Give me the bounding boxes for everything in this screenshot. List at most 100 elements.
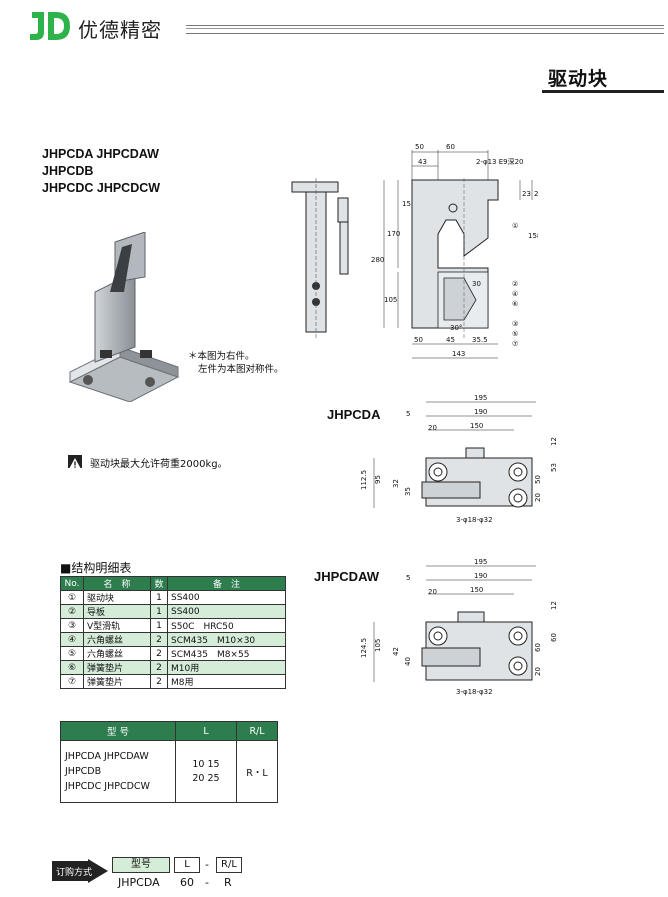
cell: SS400 bbox=[167, 604, 286, 619]
section-title: 驱动块 bbox=[548, 68, 609, 90]
svg-text:②: ② bbox=[512, 280, 518, 288]
dim-holes: 3-φ18-φ32 bbox=[456, 688, 493, 696]
svg-text:20: 20 bbox=[428, 588, 437, 596]
product-image bbox=[60, 231, 180, 403]
cell: 1 bbox=[150, 590, 168, 605]
order-example-model: JHPCDA bbox=[118, 876, 160, 889]
svg-text:50: 50 bbox=[415, 143, 424, 151]
svg-text:195: 195 bbox=[474, 394, 487, 402]
table-row: ③ V型滑轨 1 S50C HRC50 bbox=[60, 618, 286, 633]
cell: S50C HRC50 bbox=[167, 618, 286, 633]
dim-ha: 95 bbox=[374, 475, 382, 484]
svg-text:⑤: ⑤ bbox=[512, 330, 518, 338]
callout: ⑦ bbox=[512, 340, 518, 348]
header-rule bbox=[186, 25, 664, 34]
svg-text:112.5: 112.5 bbox=[360, 470, 368, 490]
svg-text:60: 60 bbox=[534, 643, 542, 652]
col-model: 型 号 bbox=[60, 721, 176, 741]
cell: ⑥ bbox=[60, 660, 84, 675]
table-row: JHPCDA JHPCDAW JHPCDB JHPCDC JHPCDCW 10 … bbox=[60, 740, 278, 803]
svg-text:20: 20 bbox=[534, 493, 542, 502]
svg-text:30°: 30° bbox=[450, 324, 462, 332]
order-badge: 订购方式 bbox=[50, 858, 110, 884]
top-view-aw: 195 190 150 20 5 124.5 105 42 40 12 60 6… bbox=[346, 556, 568, 701]
parts-table-title: ■结构明细表 bbox=[60, 561, 132, 575]
order-field-model: 型号 bbox=[112, 857, 170, 873]
svg-text:50: 50 bbox=[414, 336, 423, 344]
view-label: JHPCDA bbox=[327, 407, 381, 422]
cell: SCM435 M8×55 bbox=[167, 646, 286, 661]
dim-hb: 32 bbox=[392, 479, 400, 488]
dim-rb: 60 bbox=[550, 633, 558, 642]
drawing-note: ＊本图为右件。 左件为本图对称件。 bbox=[188, 350, 284, 376]
model-table: 型 号 L R/L JHPCDA JHPCDAW JHPCDB JHPCDC J… bbox=[60, 721, 278, 803]
model-header: 型 号 L R/L bbox=[60, 721, 278, 741]
dim-w3: 150 bbox=[470, 586, 483, 594]
svg-text:①: ① bbox=[512, 222, 518, 230]
dim-b1: 50 bbox=[414, 336, 423, 344]
dim-w2: 190 bbox=[474, 408, 487, 416]
svg-text:60: 60 bbox=[446, 143, 455, 151]
svg-text:50: 50 bbox=[534, 475, 542, 484]
callout: ⑤ bbox=[512, 330, 518, 338]
dim-ha: 105 bbox=[374, 639, 382, 652]
dim-w5: 5 bbox=[406, 410, 410, 418]
note-line: 左件为本图对称件。 bbox=[198, 364, 284, 375]
cell: 驱动块 bbox=[83, 590, 151, 605]
cell: 弹簧垫片 bbox=[83, 660, 151, 675]
model-line: JHPCDA JHPCDAW bbox=[42, 147, 159, 161]
dim-b4: 143 bbox=[452, 350, 465, 358]
cell: M8用 bbox=[167, 674, 286, 689]
dim-r3: 158 bbox=[528, 232, 538, 240]
cell: ④ bbox=[60, 632, 84, 647]
cell: 六角螺丝 bbox=[83, 646, 151, 661]
dim-w4: 20 bbox=[428, 424, 437, 432]
svg-text:150: 150 bbox=[470, 586, 483, 594]
svg-text:3-φ18-φ32: 3-φ18-φ32 bbox=[456, 688, 493, 696]
svg-text:5: 5 bbox=[406, 410, 410, 418]
table-row: ⑦ 弹簧垫片 2 M8用 bbox=[60, 674, 286, 689]
col-name: 名 称 bbox=[83, 576, 151, 591]
parts-header: No. 名 称 数 备 注 bbox=[60, 576, 286, 591]
top-view-a: 195 190 150 20 5 112.5 95 32 35 12 53 50… bbox=[346, 392, 568, 532]
model-entry: JHPCDA JHPCDAW bbox=[65, 751, 149, 762]
dim-total: 112.5 bbox=[360, 470, 368, 490]
model-entry: JHPCDC JHPCDCW bbox=[65, 781, 150, 792]
dim-r1: 23 bbox=[522, 190, 531, 198]
table-row: ⑥ 弹簧垫片 2 M10用 bbox=[60, 660, 286, 675]
svg-text:12: 12 bbox=[550, 437, 558, 446]
cell: 2 bbox=[150, 632, 168, 647]
dim-hb: 42 bbox=[392, 647, 400, 656]
dim-angle: 30° bbox=[450, 324, 462, 332]
svg-text:⑦: ⑦ bbox=[512, 340, 518, 348]
brand-name: 优德精密 bbox=[78, 18, 162, 42]
svg-text:23: 23 bbox=[522, 190, 531, 198]
order-example-rl: R bbox=[224, 876, 232, 889]
order-sep: - bbox=[205, 858, 209, 871]
order-sep: - bbox=[205, 876, 209, 889]
cell: 导板 bbox=[83, 604, 151, 619]
svg-text:158: 158 bbox=[528, 232, 538, 240]
order-field-rl: R/L bbox=[216, 857, 242, 873]
model-line: JHPCDB bbox=[42, 164, 94, 178]
cell: ③ bbox=[60, 618, 84, 633]
table-row: ④ 六角螺丝 2 SCM435 M10×30 bbox=[60, 632, 286, 647]
view-label: JHPCDAW bbox=[314, 569, 380, 584]
dim-hole: 2-φ13 E9深20 bbox=[476, 157, 524, 166]
model-entry: JHPCDB bbox=[65, 766, 102, 777]
cell: ⑦ bbox=[60, 674, 84, 689]
svg-text:190: 190 bbox=[474, 408, 487, 416]
dim-r4: 30 bbox=[472, 280, 481, 288]
cell: ① bbox=[60, 590, 84, 605]
dim-h1: 15 bbox=[402, 200, 411, 208]
table-row: ① 驱动块 1 SS400 bbox=[60, 590, 286, 605]
model-cell: JHPCDA JHPCDAW JHPCDB JHPCDC JHPCDCW bbox=[60, 740, 176, 803]
svg-text:280: 280 bbox=[371, 256, 384, 264]
l-values: 10 15 bbox=[192, 758, 220, 770]
dim-total: 124.5 bbox=[360, 638, 368, 658]
dim-ra: 12 bbox=[550, 437, 558, 446]
dim-holes: 3-φ18-φ32 bbox=[456, 516, 493, 524]
cell: 2 bbox=[150, 660, 168, 675]
front-drawing: 50 60 43 2-φ13 E9深20 15 170 280 105 23 2… bbox=[288, 138, 553, 366]
cell: M10用 bbox=[167, 660, 286, 675]
